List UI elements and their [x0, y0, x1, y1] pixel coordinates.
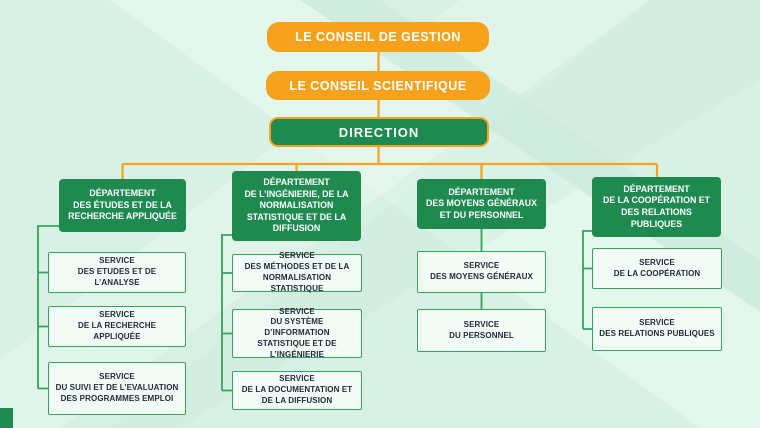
connector-services-dept1	[37, 225, 59, 390]
service-name: DE LA COOPÉRATION	[613, 268, 701, 278]
service-prefix: SERVICE	[279, 251, 315, 261]
conseil-de-gestion-label: LE CONSEIL DE GESTION	[295, 30, 461, 44]
department-prefix: DÉPARTEMENT	[623, 183, 690, 194]
service-prefix: SERVICE	[639, 257, 675, 267]
department-name: DE L’INGÉNIERIE, DE LA NORMALISATION STA…	[244, 188, 349, 234]
service-prefix: SERVICE	[279, 306, 315, 316]
service-name: DU SYSTÈME D’INFORMATION STATISTIQUE ET …	[257, 317, 337, 359]
service-prefix: SERVICE	[99, 372, 135, 382]
service-name: DES MOYENS GÉNÉRAUX	[430, 272, 533, 281]
conseil-scientifique-label: LE CONSEIL SCIENTIFIQUE	[289, 78, 467, 93]
service-moyens-generaux-box: SERVICE DES MOYENS GÉNÉRAUX	[417, 251, 546, 293]
service-suivi-evaluation-box: SERVICE DU SUIVI ET DE L’EVALUATION DES …	[48, 362, 186, 415]
department-etudes-recherche-box: DÉPARTEMENT DES ÉTUDES ET DE LA RECHERCH…	[59, 179, 186, 232]
department-name: DES ÉTUDES ET DE LA RECHERCHE APPLIQUÉE	[68, 199, 177, 222]
department-name: DE LA COOPÉRATION ET DES RELATIONS PUBLI…	[602, 195, 711, 229]
connector-services-dept2	[221, 234, 232, 392]
service-prefix: SERVICE	[463, 319, 500, 329]
department-cooperation-box: DÉPARTEMENT DE LA COOPÉRATION ET DES REL…	[592, 177, 721, 237]
service-relations-publiques-box: SERVICE DES RELATIONS PUBLIQUES	[592, 307, 722, 351]
service-documentation-diffusion-box: SERVICE DE LA DOCUMENTATION ET DE LA DIF…	[232, 371, 362, 410]
service-prefix: SERVICE	[639, 318, 675, 328]
service-name: DE LA RECHERCHE APPLIQUÉE	[77, 321, 157, 341]
service-recherche-appliquee-box: SERVICE DE LA RECHERCHE APPLIQUÉE	[48, 306, 186, 347]
service-prefix: SERVICE	[463, 261, 500, 271]
department-prefix: DÉPARTEMENT	[263, 176, 330, 187]
conseil-scientifique-box: LE CONSEIL SCIENTIFIQUE	[266, 71, 490, 100]
connector-departments	[121, 162, 659, 179]
direction-label: DIRECTION	[338, 124, 420, 140]
service-name: DU PERSONNEL	[449, 330, 514, 340]
department-prefix: DÉPARTEMENT	[89, 188, 156, 199]
service-name: DE LA DOCUMENTATION ET DE LA DIFFUSION	[241, 385, 353, 405]
service-prefix: SERVICE	[99, 256, 135, 266]
department-moyens-personnel-box: DÉPARTEMENT DES MOYENS GÉNÉRAUX ET DU PE…	[417, 179, 546, 229]
service-methodes-normalisation-box: SERVICE DES MÉTHODES ET DE LA NORMALISAT…	[232, 251, 362, 293]
service-systeme-information-box: SERVICE DU SYSTÈME D’INFORMATION STATIST…	[232, 306, 362, 359]
service-prefix: SERVICE	[279, 374, 315, 384]
service-name: DES ETUDES ET DE L’ANALYSE	[77, 267, 157, 287]
service-prefix: SERVICE	[99, 310, 135, 320]
service-name: DES MÉTHODES ET DE LA NORMALISATION STAT…	[244, 262, 350, 293]
connector-services-dept4	[582, 230, 592, 330]
service-name: DU SUIVI ET DE L’EVALUATION DES PROGRAMM…	[55, 383, 179, 403]
conseil-de-gestion-box: LE CONSEIL DE GESTION	[267, 22, 489, 52]
service-name: DES RELATIONS PUBLIQUES	[599, 329, 715, 338]
service-cooperation-box: SERVICE DE LA COOPÉRATION	[592, 248, 722, 289]
department-prefix: DÉPARTEMENT	[448, 186, 515, 197]
department-ingenierie-box: DÉPARTEMENT DE L’INGÉNIERIE, DE LA NORMA…	[232, 171, 361, 241]
service-etudes-analyse-box: SERVICE DES ETUDES ET DE L’ANALYSE	[48, 252, 186, 293]
direction-box: DIRECTION	[269, 117, 489, 147]
department-name: DES MOYENS GÉNÉRAUX ET DU PERSONNEL	[426, 198, 537, 220]
service-personnel-box: SERVICE DU PERSONNEL	[417, 309, 546, 352]
